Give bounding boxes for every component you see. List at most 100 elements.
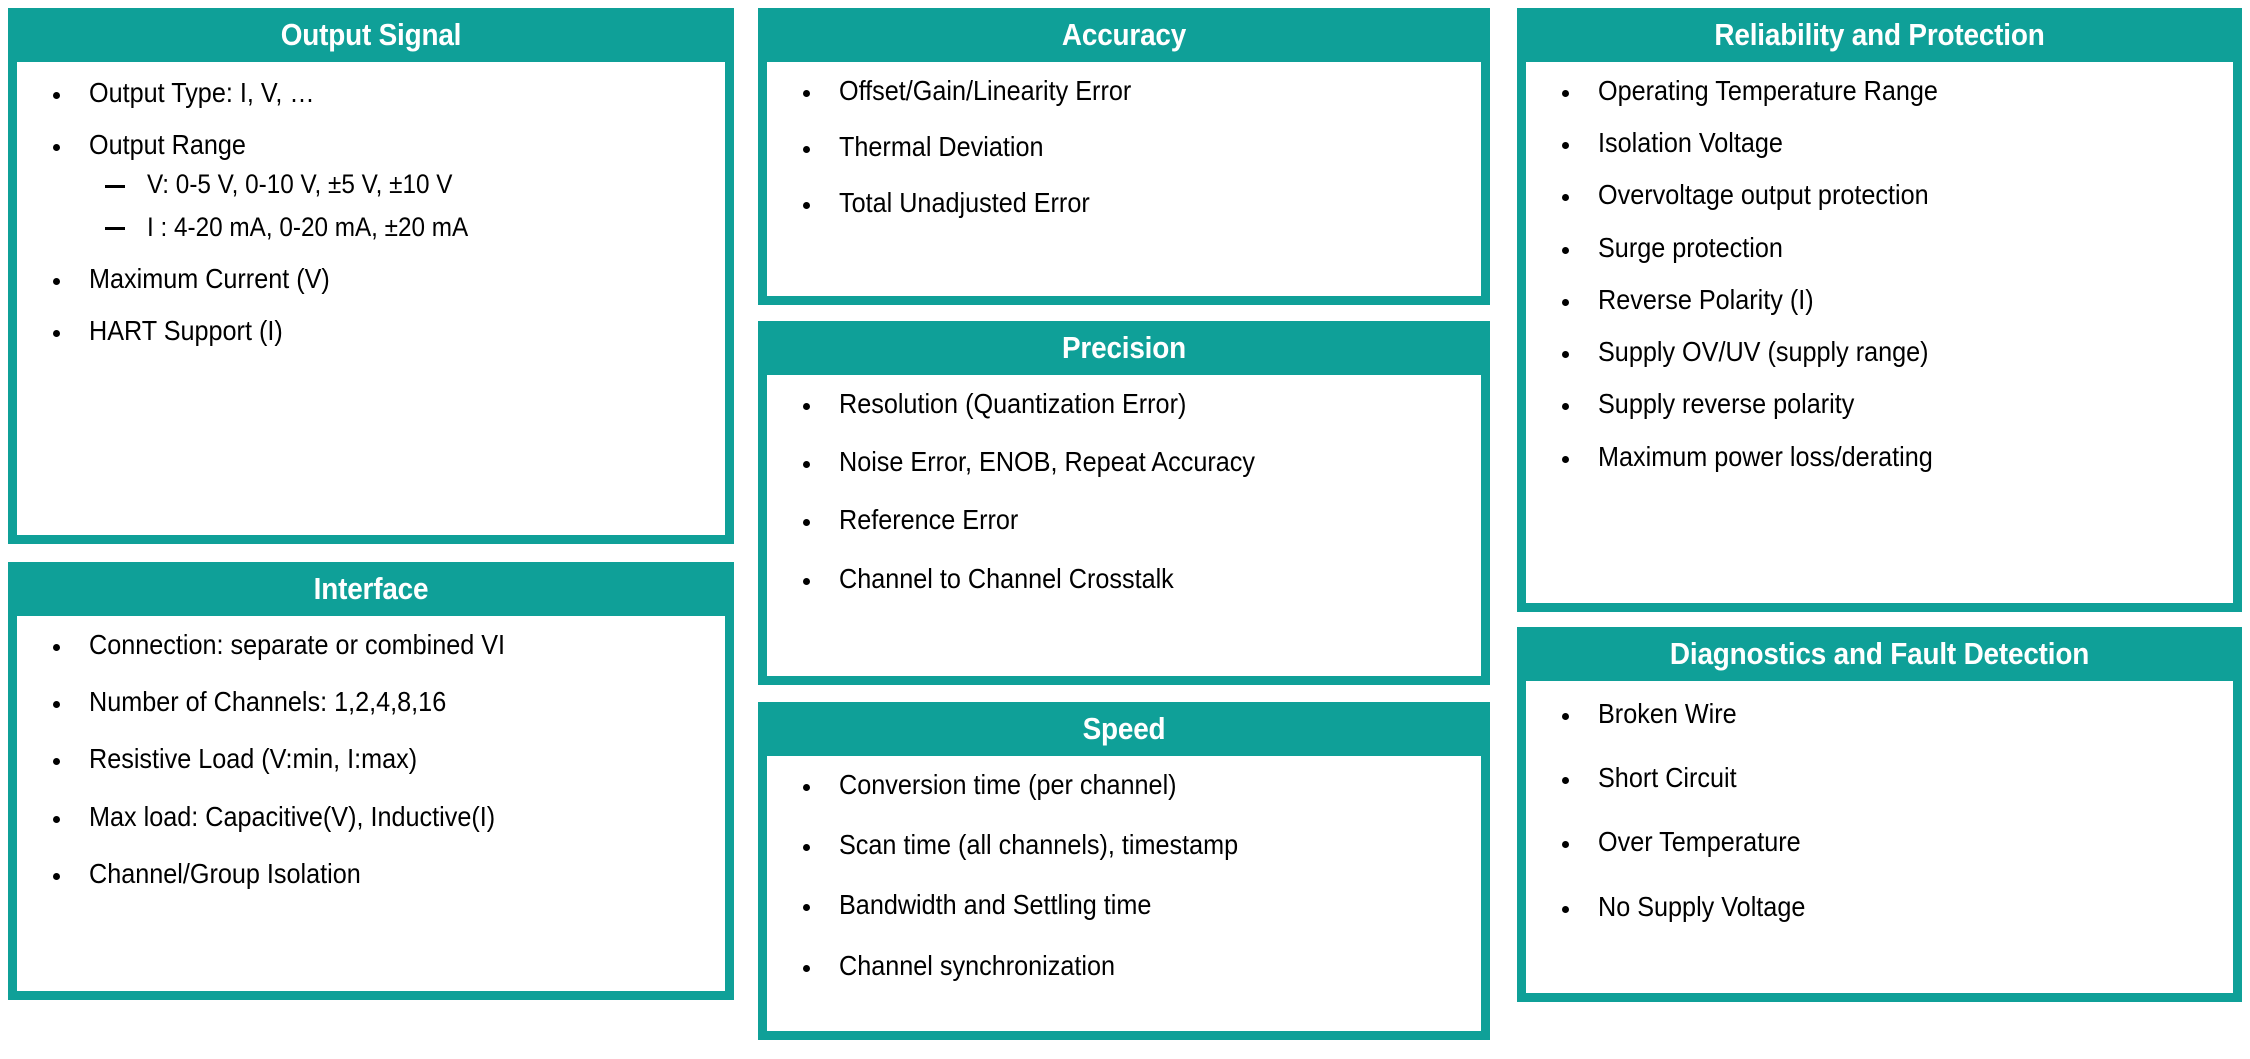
bullet-dot-icon — [1562, 298, 1569, 306]
bullet-dot-icon — [1562, 905, 1569, 913]
bullet-dot-icon — [1562, 90, 1569, 97]
card-title-speed: Speed — [1082, 711, 1166, 746]
list-item-label: Maximum power loss/derating — [1598, 440, 1933, 472]
list-item-label: Connection: separate or combined VI — [89, 629, 506, 660]
bullet-dot-icon — [1562, 713, 1569, 720]
list-item-label: Max load: Capacitive(V), Inductive(I) — [89, 800, 496, 832]
list-item-label: Maximum Current (V) — [89, 262, 330, 294]
card-title-precision: Precision — [1061, 330, 1186, 365]
sub-list-item-label: I : 4-20 mA, 0-20 mA, ±20 mA — [147, 211, 469, 242]
bullet-dot-icon — [1562, 841, 1569, 849]
bullet-dot-icon — [803, 403, 810, 410]
bullet-dot-icon — [803, 461, 810, 469]
list-item-label: Overvoltage output protection — [1598, 179, 1929, 211]
list-item: Short Circuit — [1526, 762, 2233, 793]
bullet-dot-icon — [53, 330, 60, 338]
list-item: Supply OV/UV (supply range) — [1526, 336, 2233, 368]
sub-list-item-label: V: 0-5 V, 0-10 V, ±5 V, ±10 V — [147, 169, 453, 200]
bullet-dot-icon — [53, 92, 60, 99]
list-item: Noise Error, ENOB, Repeat Accuracy — [767, 446, 1481, 478]
bullet-dot-icon — [803, 577, 810, 585]
bullet-dot-icon — [803, 904, 810, 912]
bullet-dot-icon — [1562, 777, 1569, 785]
list-item: Thermal Deviation — [767, 131, 1481, 163]
list-item-label: Channel to Channel Crosstalk — [839, 562, 1174, 594]
list-item-label: Total Unadjusted Error — [839, 187, 1090, 219]
dash-bullet-icon — [105, 184, 125, 188]
list-item: Operating Temperature Range — [1526, 75, 2233, 106]
list-item: Offset/Gain/Linearity Error — [767, 75, 1481, 106]
list-item-label: Surge protection — [1598, 231, 1783, 263]
sub-list-item: I : 4-20 mA, 0-20 mA, ±20 mA — [89, 211, 725, 242]
list-item: No Supply Voltage — [1526, 890, 2233, 922]
list-item: HART Support (I) — [17, 315, 725, 346]
dash-bullet-icon — [105, 226, 125, 230]
list-item-label: Supply OV/UV (supply range) — [1598, 336, 1929, 368]
bullet-dot-icon — [53, 144, 60, 152]
list-item: Channel to Channel Crosstalk — [767, 562, 1481, 594]
list-item: Broken Wire — [1526, 698, 2233, 729]
bullet-dot-icon — [803, 90, 810, 97]
list-item-label: Channel synchronization — [839, 949, 1115, 981]
list-item-label: Offset/Gain/Linearity Error — [839, 75, 1132, 106]
list-item-label: Resistive Load (V:min, I:max) — [89, 743, 418, 775]
sub-list-item: V: 0-5 V, 0-10 V, ±5 V, ±10 V — [89, 170, 725, 199]
list-item-label: Resolution (Quantization Error) — [839, 388, 1187, 419]
list-item-label: Supply reverse polarity — [1598, 388, 1855, 420]
bullet-dot-icon — [803, 146, 810, 154]
bullet-dot-icon — [1562, 455, 1569, 463]
list-item-label: Thermal Deviation — [839, 131, 1044, 163]
list-item: Resistive Load (V:min, I:max) — [17, 744, 725, 774]
list-item: Reference Error — [767, 505, 1481, 535]
list-item-label: Over Temperature — [1598, 826, 1801, 858]
card-title-diagnostics: Diagnostics and Fault Detection — [1669, 636, 2090, 671]
list-item-label: Number of Channels: 1,2,4,8,16 — [89, 686, 447, 718]
bullet-dot-icon — [1562, 194, 1569, 202]
list-item: Maximum power loss/derating — [1526, 440, 2233, 472]
list-item-label: Bandwidth and Settling time — [839, 889, 1152, 921]
card-body-output-signal: Output Type: I, V, … Output Range V: 0-5 V… — [17, 62, 725, 535]
list-item-label: Output Range — [89, 129, 246, 161]
list-item: Resolution (Quantization Error) — [767, 388, 1481, 419]
bullet-dot-icon — [53, 277, 60, 285]
list-item-label: No Supply Voltage — [1598, 890, 1806, 922]
bullet-dot-icon — [53, 701, 60, 709]
bullet-dot-icon — [1562, 246, 1569, 254]
list-item-label: Output Type: I, V, … — [89, 77, 315, 108]
list-item-label: Noise Error, ENOB, Repeat Accuracy — [839, 446, 1255, 478]
bullet-list-interface: Connection: separate or combined VI Numbe… — [17, 629, 725, 889]
bullet-dot-icon — [803, 202, 810, 210]
list-item: Maximum Current (V) — [17, 262, 725, 294]
card-body-interface: Connection: separate or combined VI Numbe… — [17, 616, 725, 991]
list-item: Channel/Group Isolation — [17, 857, 725, 889]
list-item-label: Scan time (all channels), timestamp — [839, 829, 1239, 861]
list-item: Output Type: I, V, … — [17, 77, 725, 108]
list-item: Number of Channels: 1,2,4,8,16 — [17, 686, 725, 718]
list-item: Total Unadjusted Error — [767, 188, 1481, 218]
bullet-list-speed: Conversion time (per channel)Scan time (… — [767, 769, 1481, 981]
list-item: Bandwidth and Settling time — [767, 890, 1481, 920]
card-title-accuracy: Accuracy — [1061, 17, 1187, 52]
list-item-label: Channel/Group Isolation — [89, 857, 361, 889]
list-item: Connection: separate or combined VI — [17, 629, 725, 660]
bullet-dot-icon — [53, 872, 60, 880]
card-body-speed: Conversion time (per channel)Scan time (… — [767, 756, 1481, 1031]
list-item-label: Operating Temperature Range — [1598, 75, 1938, 106]
list-item: Supply reverse polarity — [1526, 389, 2233, 419]
list-item: Isolation Voltage — [1526, 127, 2233, 158]
list-item: Surge protection — [1526, 231, 2233, 263]
card-title-reliability: Reliability and Protection — [1714, 17, 2045, 52]
list-item-label: Reference Error — [839, 504, 1019, 536]
sub-list: V: 0-5 V, 0-10 V, ±5 V, ±10 V I : 4-20 mA… — [89, 170, 725, 241]
bullet-dot-icon — [803, 964, 810, 972]
